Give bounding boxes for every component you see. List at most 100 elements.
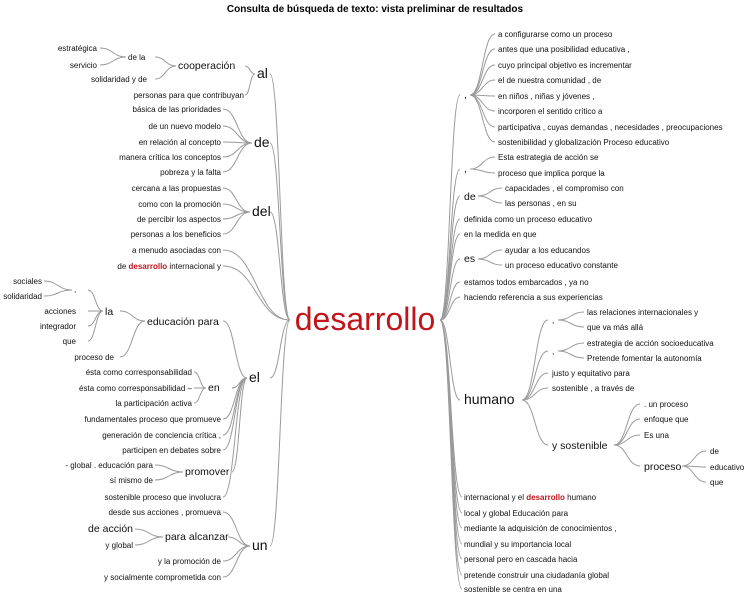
leaf-a-menudo: a menudo asociadas con bbox=[132, 246, 221, 255]
leaf-ys-1: . un proceso bbox=[644, 400, 689, 409]
tree-edge bbox=[87, 310, 104, 327]
leaf-integrador: integrador bbox=[40, 322, 76, 331]
tree-edge bbox=[222, 377, 248, 451]
node-de-right[interactable]: de bbox=[464, 191, 476, 203]
tree-edge bbox=[613, 403, 641, 446]
tree-edge bbox=[477, 187, 503, 197]
tree-edge bbox=[439, 233, 461, 321]
leaf-hb-2: Pretende fomentar la autonomía bbox=[587, 354, 702, 363]
node-es[interactable]: es bbox=[464, 253, 475, 265]
tree-edge bbox=[222, 125, 253, 144]
tree-edge bbox=[439, 296, 461, 321]
page-title: Consulta de búsqueda de texto: vista pre… bbox=[227, 4, 524, 15]
tree-edge bbox=[521, 350, 549, 401]
branch-el[interactable]: el bbox=[249, 369, 260, 385]
tree-edge bbox=[269, 319, 291, 379]
tree-edge bbox=[469, 94, 496, 128]
leaf-r1-6: incorporen el sentido crítico a bbox=[498, 107, 603, 116]
node-humano-comma-b[interactable]: , bbox=[552, 347, 554, 356]
tree-edge bbox=[244, 73, 256, 96]
leaf-r1-8: sostenibilidad y globalización Proceso e… bbox=[498, 138, 670, 147]
leaf-estamos: estamos todos embarcados , ya no bbox=[464, 278, 589, 287]
leaf-sostenible-el: sostenible proceso que involucra bbox=[104, 493, 221, 502]
node-la[interactable]: la bbox=[105, 306, 113, 318]
tree-edge bbox=[193, 371, 207, 389]
node-comma-right-1[interactable]: , bbox=[464, 89, 467, 101]
tree-edge bbox=[134, 536, 164, 546]
branch-al[interactable]: al bbox=[257, 65, 268, 81]
leaf-rb-4: personal pero en cascada hacia bbox=[464, 555, 578, 564]
tree-edge bbox=[193, 387, 207, 404]
leaf-r1-2: antes que una posibilidad educativa , bbox=[498, 45, 630, 54]
leaf-promover-1: - global . educación para bbox=[65, 461, 153, 470]
node-para-alcanzar[interactable]: para alcanzar bbox=[165, 531, 229, 543]
tree-edge bbox=[439, 218, 461, 321]
tree-edge bbox=[439, 281, 461, 321]
tree-edge bbox=[613, 444, 641, 467]
leaf-ha-2: que va más allá bbox=[587, 323, 644, 332]
node-comma-right-2[interactable]: , bbox=[464, 163, 467, 175]
tree-edge bbox=[681, 465, 707, 483]
tree-edge bbox=[557, 311, 585, 321]
leaf-justo: justo y equitativo para bbox=[551, 369, 630, 378]
tree-edge bbox=[119, 310, 146, 322]
tree-edge bbox=[477, 258, 503, 266]
branch-de[interactable]: de bbox=[254, 134, 270, 150]
tree-edge bbox=[521, 399, 549, 446]
leaf-estrategica: estratégica bbox=[58, 44, 98, 53]
node-y-sostenible[interactable]: y sostenible bbox=[552, 440, 608, 452]
leaf-solidaridad-el: solidaridad bbox=[3, 292, 42, 301]
tree-edge bbox=[439, 319, 463, 590]
tree-edge bbox=[521, 372, 549, 401]
tree-edge bbox=[557, 350, 585, 359]
leaf-r2-1: Esta estrategia de acción se bbox=[498, 153, 599, 162]
branch-del[interactable]: del bbox=[252, 203, 271, 219]
leaf-del-3: de percibir los aspectos bbox=[137, 215, 221, 224]
leaf-servicio: servicio bbox=[70, 61, 98, 70]
leaf-es-1: ayudar a los educandos bbox=[505, 246, 590, 255]
node-humano[interactable]: humano bbox=[464, 391, 515, 407]
word-tree-edges bbox=[43, 33, 707, 590]
tree-edge bbox=[439, 94, 461, 321]
leaf-de-5: pobreza y la falta bbox=[160, 168, 221, 177]
leaf-haciendo: haciendo referencia a sus experiencias bbox=[464, 293, 603, 302]
tree-edge bbox=[154, 464, 184, 473]
branch-un[interactable]: un bbox=[252, 537, 268, 553]
tree-edge bbox=[469, 33, 496, 96]
node-comma-el[interactable]: , bbox=[74, 285, 76, 294]
tree-edge bbox=[222, 265, 291, 321]
tree-edge bbox=[269, 211, 291, 321]
tree-edge bbox=[227, 536, 251, 547]
node-proceso[interactable]: proceso bbox=[644, 461, 682, 473]
tree-edge bbox=[469, 168, 496, 174]
center-keyword: desarrollo bbox=[295, 301, 436, 337]
tree-edge bbox=[681, 450, 707, 467]
leaf-acciones: acciones bbox=[44, 307, 76, 316]
leaf-de-4: manera crítica los conceptos bbox=[119, 153, 221, 162]
leaf-del-4: personas a los beneficios bbox=[131, 230, 221, 239]
tree-edge bbox=[154, 65, 177, 80]
tree-edge bbox=[477, 195, 503, 204]
node-de-la[interactable]: de la bbox=[128, 53, 146, 62]
tree-edge bbox=[269, 319, 291, 547]
leaf-solidaridad: solidaridad y de bbox=[91, 75, 148, 84]
tree-edge bbox=[222, 211, 251, 235]
leaf-de-accion: de acción bbox=[88, 523, 133, 535]
tree-edge bbox=[154, 56, 177, 67]
tree-edge bbox=[469, 94, 496, 112]
leaf-promocion: y la promoción de bbox=[158, 557, 222, 566]
tree-edge bbox=[269, 73, 291, 321]
node-promover[interactable]: promover bbox=[185, 466, 230, 478]
leaf-rb-6: sostenible se centra en una bbox=[464, 585, 562, 594]
leaf-r1-7: participativa , cuyas demandas , necesid… bbox=[498, 123, 723, 132]
tree-edge bbox=[557, 342, 585, 352]
node-humano-comma-a[interactable]: , bbox=[552, 316, 554, 325]
tree-edge bbox=[222, 142, 253, 173]
leaf-rb-1: local y global Educación para bbox=[464, 509, 569, 518]
node-educacion-para[interactable]: educación para bbox=[147, 316, 219, 328]
tree-edge bbox=[477, 249, 503, 260]
node-en[interactable]: en bbox=[208, 382, 220, 394]
node-cooperacion[interactable]: cooperación bbox=[178, 60, 235, 72]
leaf-en-la-medida: en la medida en que bbox=[464, 230, 537, 239]
leaf-r1-4: el de nuestra comunidad , de bbox=[498, 76, 602, 85]
